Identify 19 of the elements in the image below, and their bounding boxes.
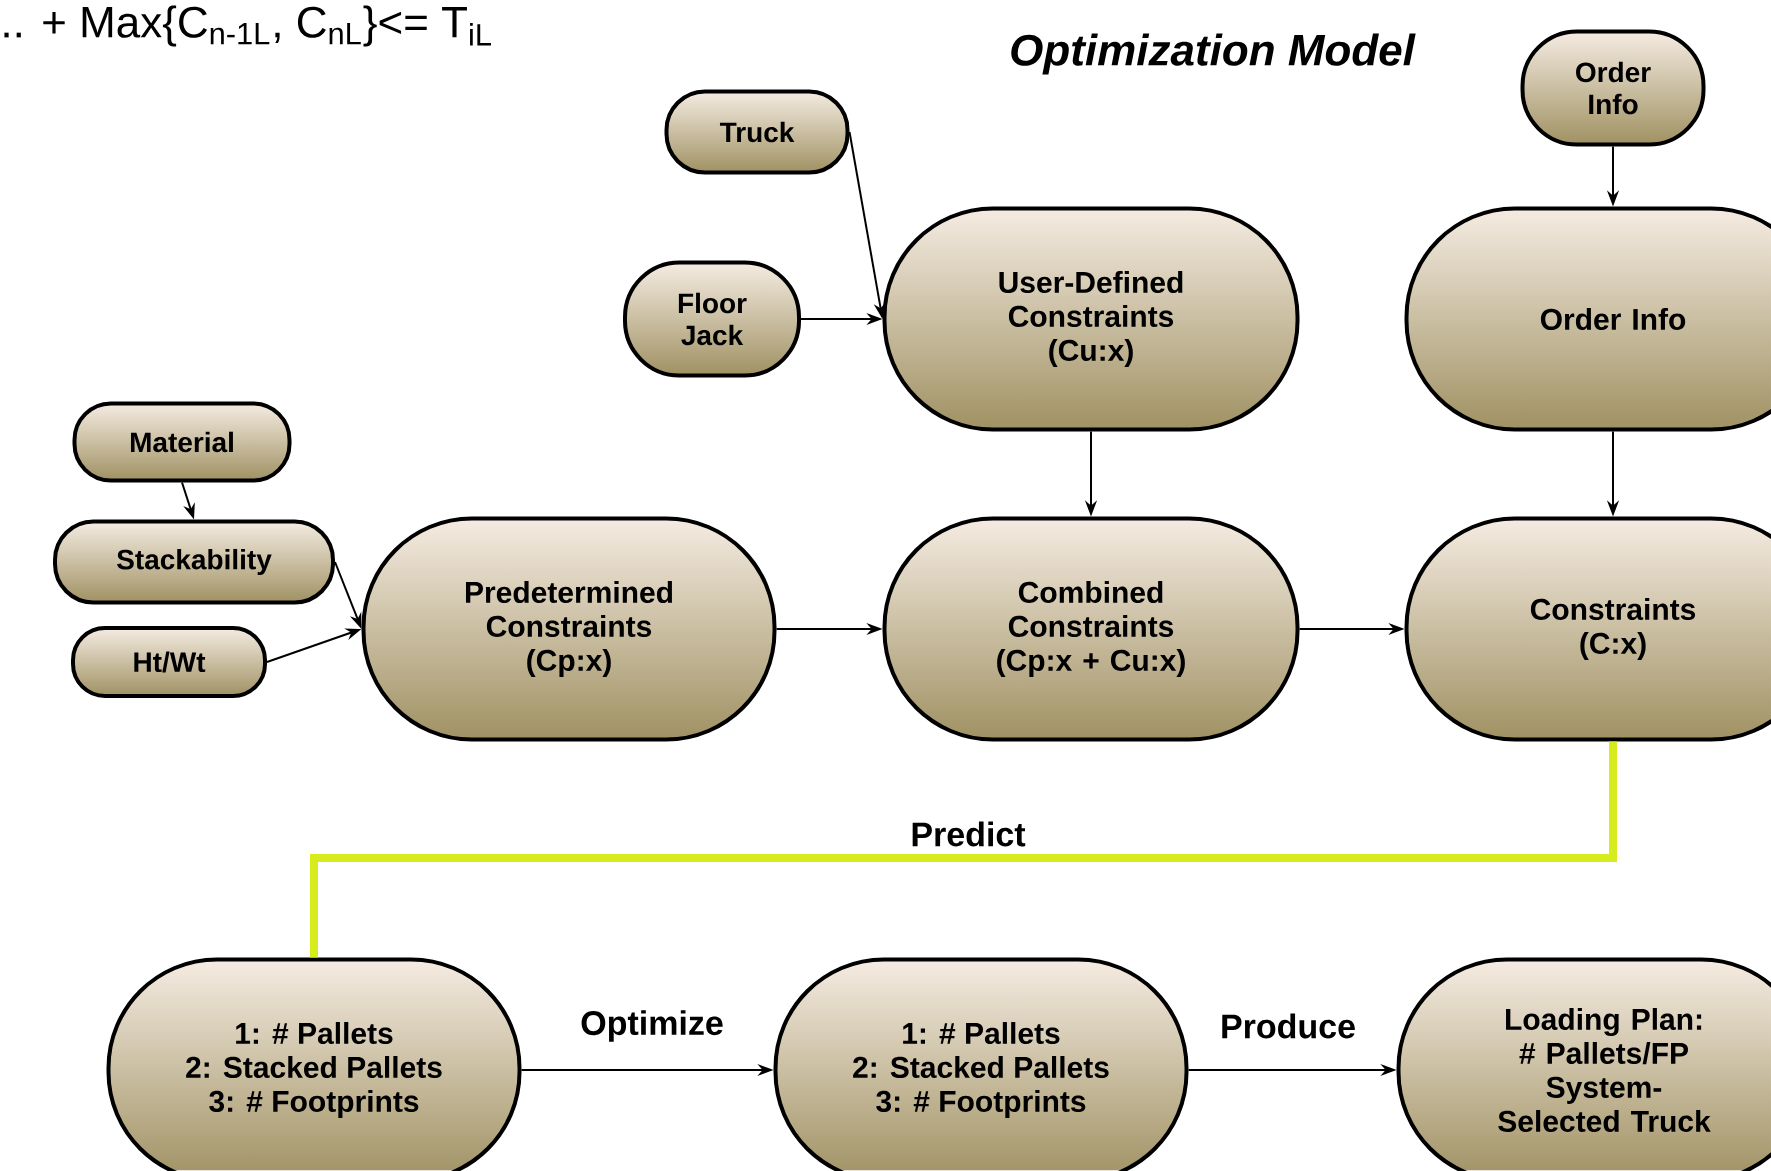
process-box: Combined Constraints (Cp:x + Cu:x) [882,516,1300,742]
process-box: Loading Plan: # Pallets/FP System-Selected Truck [1396,957,1771,1171]
process-box: 1: # Pallets 2: Stacked Pallets 3: # Footprints [106,957,522,1171]
process-box: Floor Jack [623,260,801,378]
edge-label: Optimize [578,1008,726,1044]
process-box: Truck [664,89,850,175]
process-box: Predetermined Constraints (Cp:x) [361,516,777,742]
formula-text: .. + Max{C$_{n-1L}$, C$_{nL}$}<= T$_{iL}$ [4,5,491,47]
process-box: Order Info [1404,206,1771,432]
process-box: Order Info [1520,29,1706,147]
process-box: 1: # Pallets 2: Stacked Pallets 3: # Footprints [773,957,1189,1171]
process-box: Material [72,401,292,483]
process-box: Constraints (C:x) [1404,516,1771,742]
edge-label: Predict [908,819,1028,849]
edge-label: Produce [1218,1011,1359,1041]
process-box: Stackability [53,519,335,605]
process-box: Ht/Wt [71,626,267,698]
process-box: User-Defined Constraints (Cu:x) [882,206,1300,432]
title: Optimization Model [1011,33,1416,75]
